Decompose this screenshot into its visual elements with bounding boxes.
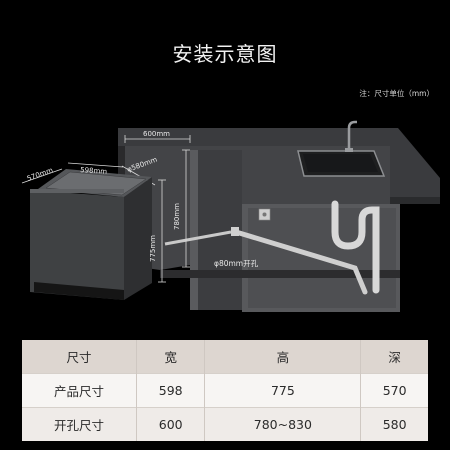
table-cell: 775 [204, 373, 361, 408]
drain-hose [233, 229, 368, 295]
unit-note: 注：尺寸单位（mm） [359, 89, 434, 98]
sink-basin [303, 154, 378, 172]
row-label: 开孔尺寸 [22, 407, 137, 441]
table-cell: 780~830 [204, 407, 361, 441]
table-row: 开孔尺寸 600 780~830 580 [22, 407, 428, 441]
divider-front [190, 150, 198, 310]
table-cell: 598 [135, 373, 205, 408]
label-cabinet-width: 600mm [143, 130, 170, 138]
table-header-cell: 深 [360, 340, 428, 374]
table-cell: 580 [360, 407, 428, 441]
dishwasher-front [30, 190, 124, 300]
table-header-cell: 尺寸 [22, 340, 137, 374]
base-strip [160, 270, 400, 278]
dishwasher-side [124, 177, 152, 300]
label-pipe-hole: φ80mm开孔 [214, 259, 259, 268]
label-hole-height: 780mm [173, 203, 181, 230]
dishwasher-plinth [34, 282, 124, 300]
table-header-cell: 高 [204, 340, 361, 374]
table-header-row: 尺寸 宽 高 深 [22, 340, 428, 374]
inlet-hose [164, 230, 232, 246]
label-width: 598mm [80, 166, 108, 176]
table-cell: 570 [360, 373, 428, 408]
table-header-cell: 宽 [135, 340, 205, 374]
label-depth: 570mm [26, 166, 54, 183]
installation-diagram: 570mm 598mm φ580mm 600mm 780mm 775mm φ80… [21, 120, 440, 312]
label-product-height: 775mm [149, 235, 157, 262]
page-title: 安装示意图 [172, 42, 278, 66]
drain-pipe [331, 200, 380, 294]
faucet [347, 120, 357, 150]
dimension-table: 尺寸 宽 高 深 产品尺寸 598 775 570 开孔尺寸 600 780~8… [22, 340, 428, 441]
dishwasher-handle-strip [30, 189, 124, 193]
table-row: 产品尺寸 598 775 570 [22, 373, 428, 408]
table-cell: 600 [135, 407, 205, 441]
row-label: 产品尺寸 [22, 373, 137, 408]
